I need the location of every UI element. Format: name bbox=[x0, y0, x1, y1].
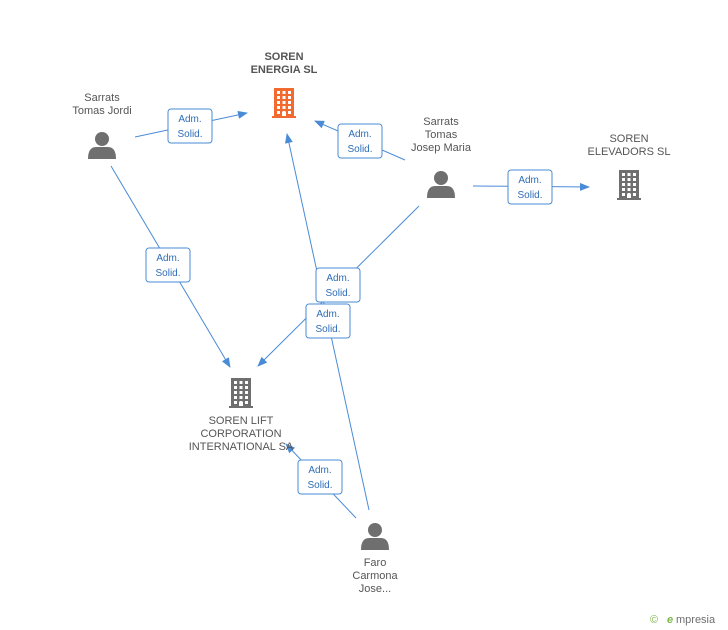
building-icon bbox=[617, 170, 641, 200]
person-label: Sarrats bbox=[84, 92, 120, 104]
person-label: Tomas bbox=[425, 129, 458, 141]
role-badge-box bbox=[337, 123, 383, 159]
person-icon bbox=[361, 523, 389, 550]
company-label: ENERGIA SL bbox=[251, 64, 318, 76]
role-badge[interactable]: Adm. Solid. bbox=[507, 169, 553, 205]
role-badge-text: Adm. bbox=[326, 273, 349, 284]
role-badge-text: Adm. bbox=[308, 465, 331, 476]
role-badge-text: Solid. bbox=[347, 144, 372, 155]
role-badge-box bbox=[305, 303, 351, 339]
role-badge[interactable]: Adm. Solid. bbox=[167, 108, 213, 144]
role-badge[interactable]: Adm. Solid. bbox=[337, 123, 383, 159]
company-label: SOREN bbox=[264, 51, 303, 63]
role-badge-text: Solid. bbox=[155, 268, 180, 279]
role-badge-text: Solid. bbox=[517, 190, 542, 201]
company-label: ELEVADORS SL bbox=[588, 146, 671, 158]
badges-layer: Adm. Solid. Adm. Solid. Adm. Solid. Adm. Solid.… bbox=[145, 108, 553, 495]
role-badge-text: Adm. bbox=[316, 309, 339, 320]
person-label: Josep Maria bbox=[411, 142, 472, 154]
role-badge-text: Adm. bbox=[156, 253, 179, 264]
role-badge-text: Solid. bbox=[315, 324, 340, 335]
brand-initial: e bbox=[667, 614, 673, 626]
person-icon bbox=[427, 171, 455, 198]
footer-brand[interactable]: © e mpresia bbox=[650, 614, 716, 626]
company-label: CORPORATION bbox=[200, 428, 281, 440]
building-icon bbox=[272, 88, 296, 118]
role-badge-text: Solid. bbox=[177, 129, 202, 140]
role-badge[interactable]: Adm. Solid. bbox=[315, 267, 361, 303]
role-badge[interactable]: Adm. Solid. bbox=[305, 303, 351, 339]
company-label: SOREN bbox=[609, 133, 648, 145]
copyright-symbol: © bbox=[650, 614, 658, 626]
building-icon bbox=[229, 378, 253, 408]
role-badge-text: Adm. bbox=[518, 175, 541, 186]
company-label: SOREN LIFT bbox=[209, 415, 274, 427]
role-badge[interactable]: Adm. Solid. bbox=[297, 459, 343, 495]
person-label: Tomas Jordi bbox=[72, 105, 131, 117]
person-label: Carmona bbox=[352, 570, 398, 582]
brand-name: mpresia bbox=[676, 614, 716, 626]
person-label: Sarrats bbox=[423, 116, 459, 128]
role-badge-box bbox=[507, 169, 553, 205]
role-badge[interactable]: Adm. Solid. bbox=[145, 247, 191, 283]
role-badge-box bbox=[315, 267, 361, 303]
role-badge-box bbox=[167, 108, 213, 144]
person-label: Jose... bbox=[359, 583, 391, 595]
role-badge-box bbox=[297, 459, 343, 495]
company-label: INTERNATIONAL SA bbox=[189, 441, 294, 453]
role-badge-box bbox=[145, 247, 191, 283]
person-node-faro-carmona[interactable]: FaroCarmonaJose... bbox=[352, 523, 398, 595]
person-label: Faro bbox=[364, 557, 387, 569]
person-icon bbox=[88, 132, 116, 159]
role-badge-text: Solid. bbox=[307, 480, 332, 491]
role-badge-text: Solid. bbox=[325, 288, 350, 299]
role-badge-text: Adm. bbox=[178, 114, 201, 125]
role-badge-text: Adm. bbox=[348, 129, 371, 140]
